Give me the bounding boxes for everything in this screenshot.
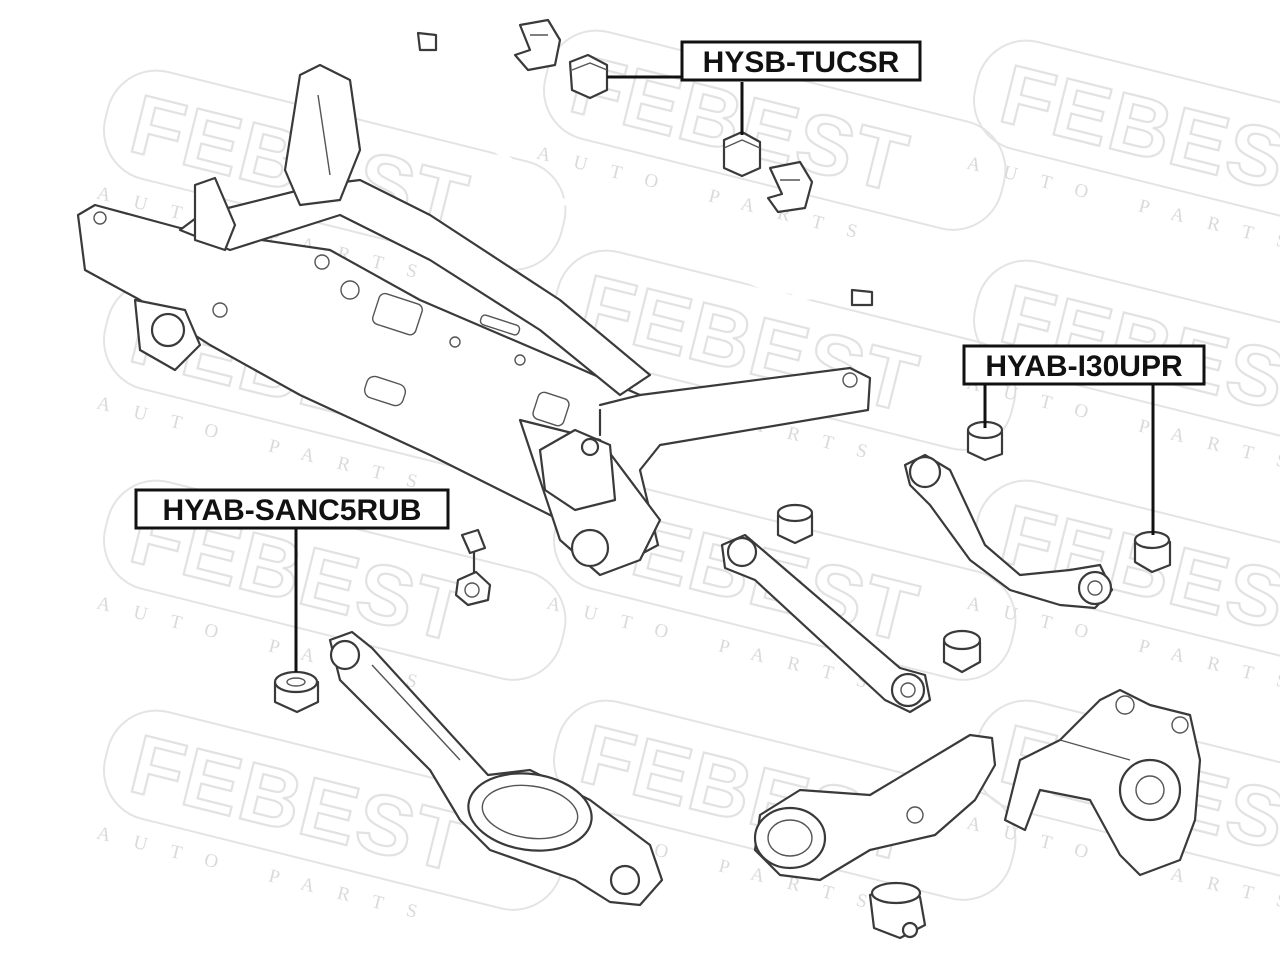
upper-arm-bushing-top <box>966 420 1004 462</box>
stabilizer-bushing-part-number: HYSB-TUCSR <box>703 46 900 79</box>
label-stabilizer-bushing: HYSB-TUCSR <box>607 40 922 135</box>
stabilizer-parts <box>513 18 814 214</box>
lateral-link-bushing-top <box>776 503 814 545</box>
watermark-low-right: FEBEST AUTO PARTS <box>965 479 1280 699</box>
stabilizer-bushing-lower <box>722 130 762 178</box>
lateral-link-middle <box>720 533 932 714</box>
lower-control-arm-right <box>753 733 997 882</box>
lower-arm-bushing-bottom <box>868 881 927 940</box>
wheel-knuckle <box>1003 688 1202 877</box>
stabilizer-bushing-upper <box>568 53 609 100</box>
stabilizer-bar <box>382 31 874 307</box>
stabilizer-bracket-upper <box>513 18 562 72</box>
label-trailing-arm-bushing: HYAB-SANC5RUB <box>134 488 450 672</box>
stabilizer-bracket-lower <box>766 160 814 214</box>
lateral-link-bushing-bottom <box>942 629 982 674</box>
label-upper-arm-bushing: HYAB-I30UPR <box>962 344 1206 535</box>
upper-arm-bushing-right <box>1133 530 1172 574</box>
rear-subframe <box>76 63 872 577</box>
lower-trailing-arm <box>328 630 664 907</box>
trailing-arm-bushing <box>273 670 320 714</box>
trailing-arm-bushing-part-number: HYAB-SANC5RUB <box>163 494 422 527</box>
upper-arm-bushing-part-number: HYAB-I30UPR <box>985 350 1183 383</box>
upper-control-arm <box>903 453 1114 610</box>
stabilizer-link <box>454 528 492 607</box>
